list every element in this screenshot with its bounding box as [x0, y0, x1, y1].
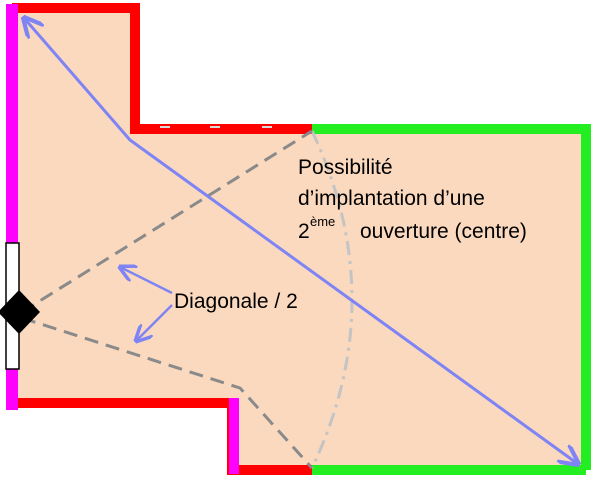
opening-label-line1: Possibilité — [298, 156, 393, 179]
pointer-arrow-lower — [136, 304, 173, 341]
diagonal-arrow — [24, 18, 578, 464]
opening-label-line3-rest: ouverture (centre) — [360, 220, 527, 243]
door-marker-icon — [0, 290, 40, 334]
diagonal-label: Diagonale / 2 — [174, 290, 298, 313]
opening-label-line3-number: 2 — [298, 220, 310, 243]
half-diagonal-pointers — [120, 267, 173, 341]
pointer-arrow-upper — [120, 267, 173, 295]
opening-label-line3-superscript: ème — [310, 214, 335, 229]
opening-label-line2: d’implantation d’une — [298, 187, 485, 210]
